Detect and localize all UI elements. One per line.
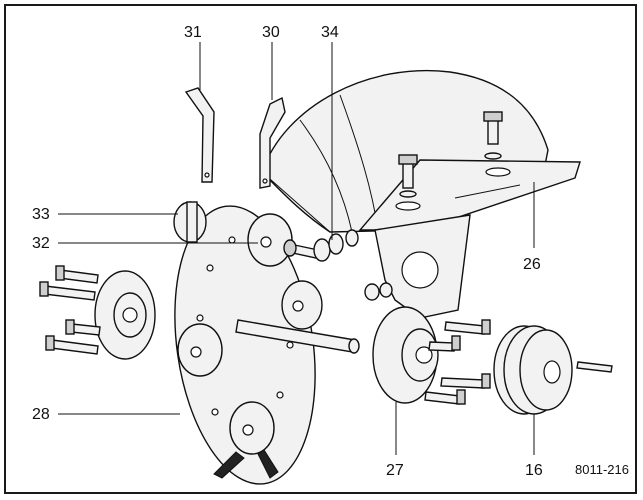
leader-lines [58,42,535,455]
callout-30: 30 [262,24,280,41]
callout-27: 27 [386,462,404,479]
callout-16: 16 [525,462,543,479]
callout-33: 33 [32,206,50,223]
callout-31: 31 [184,24,202,41]
callout-32: 32 [32,235,50,252]
callout-34: 34 [321,24,339,41]
part-16-pulley [493,325,613,415]
diagram-frame [4,4,637,494]
figure-code: 8011-216 [575,462,629,477]
callout-26: 26 [523,256,541,273]
part-31-pin [184,87,215,183]
part-28-disc [174,205,360,485]
part-34-bolt [283,229,359,262]
left-flange-hub [39,265,156,360]
part-30-pin [259,96,286,189]
part-27-flange [364,282,491,405]
part-33-hub [173,201,207,243]
callout-28: 28 [32,406,50,423]
part-26-housing [261,69,581,319]
